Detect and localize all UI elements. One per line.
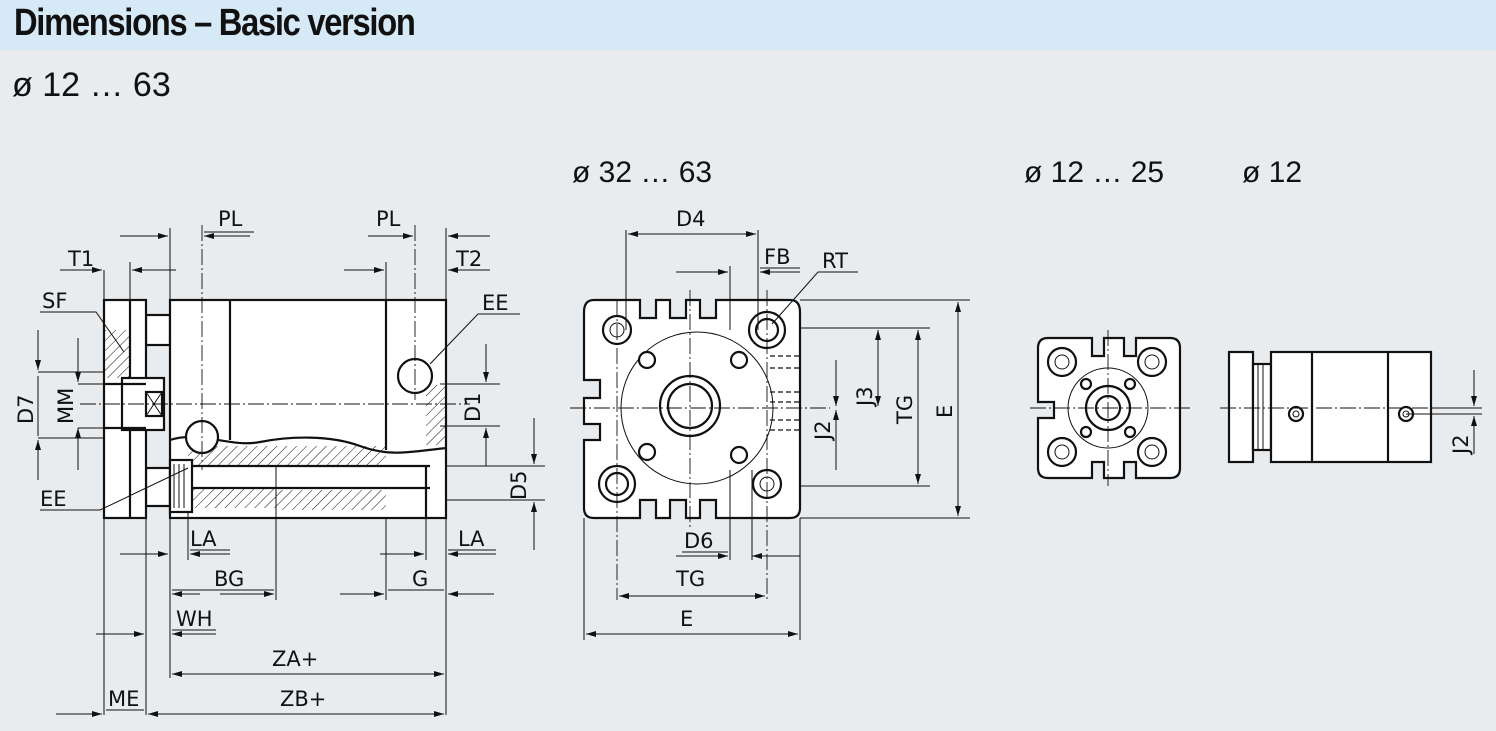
label-wh: WH (176, 607, 213, 631)
page-title: Dimensions – Basic version (14, 2, 416, 44)
label-d7: D7 (14, 394, 38, 424)
label-sf: SF (42, 289, 67, 313)
label-fb: FB (764, 245, 791, 269)
label-tg-vertical: TG (893, 395, 917, 425)
label-d4: D4 (676, 207, 706, 231)
label-za: ZA+ (272, 647, 318, 671)
label-ee-bottom: EE (40, 487, 67, 511)
label-d1: D1 (461, 392, 485, 422)
rod-stub-upper (144, 313, 172, 347)
label-la-right: LA (458, 527, 485, 551)
label-j2: J2 (811, 420, 835, 442)
label-d5: D5 (507, 470, 531, 500)
end-view-small: ø 12 … 25 (1024, 156, 1190, 486)
view-label-12-25: ø 12 … 25 (1024, 156, 1164, 189)
label-tg-horizontal: TG (675, 567, 705, 591)
label-pl-right: PL (376, 207, 401, 231)
label-j3: J3 (853, 386, 877, 408)
side-view: PL PL T1 T2 SF EE EE D7 MM D1 D5 LA LA B… (14, 207, 545, 717)
end-view-large: ø 32 … 63 (570, 156, 970, 640)
label-t2: T2 (455, 247, 482, 271)
rod-stub-lower (144, 466, 172, 508)
diameter-range: ø 12 … 63 (12, 66, 171, 104)
view-label-32-63: ø 32 … 63 (572, 156, 712, 189)
thread-insert (168, 458, 194, 514)
label-e-vertical: E (933, 405, 957, 418)
label-bg: BG (214, 567, 244, 591)
view-label-12: ø 12 (1242, 156, 1302, 189)
label-g: G (412, 567, 428, 591)
side-view-small: ø 12 J2 (1220, 156, 1482, 464)
label-mm: MM (54, 388, 78, 424)
label-pl-left: PL (218, 207, 243, 231)
label-zb: ZB+ (280, 687, 326, 711)
cylinder-body (168, 298, 448, 520)
label-ee-top: EE (482, 291, 509, 315)
label-la-left: LA (190, 527, 217, 551)
label-e-horizontal: E (680, 607, 693, 631)
small-front-plate (1227, 350, 1255, 464)
header-bar: Dimensions – Basic version (0, 0, 1496, 50)
label-rt: RT (822, 249, 848, 273)
label-j2-small: J2 (1449, 434, 1473, 456)
label-me: ME (108, 687, 139, 711)
label-t1: T1 (67, 247, 94, 271)
label-d6: D6 (684, 529, 714, 553)
